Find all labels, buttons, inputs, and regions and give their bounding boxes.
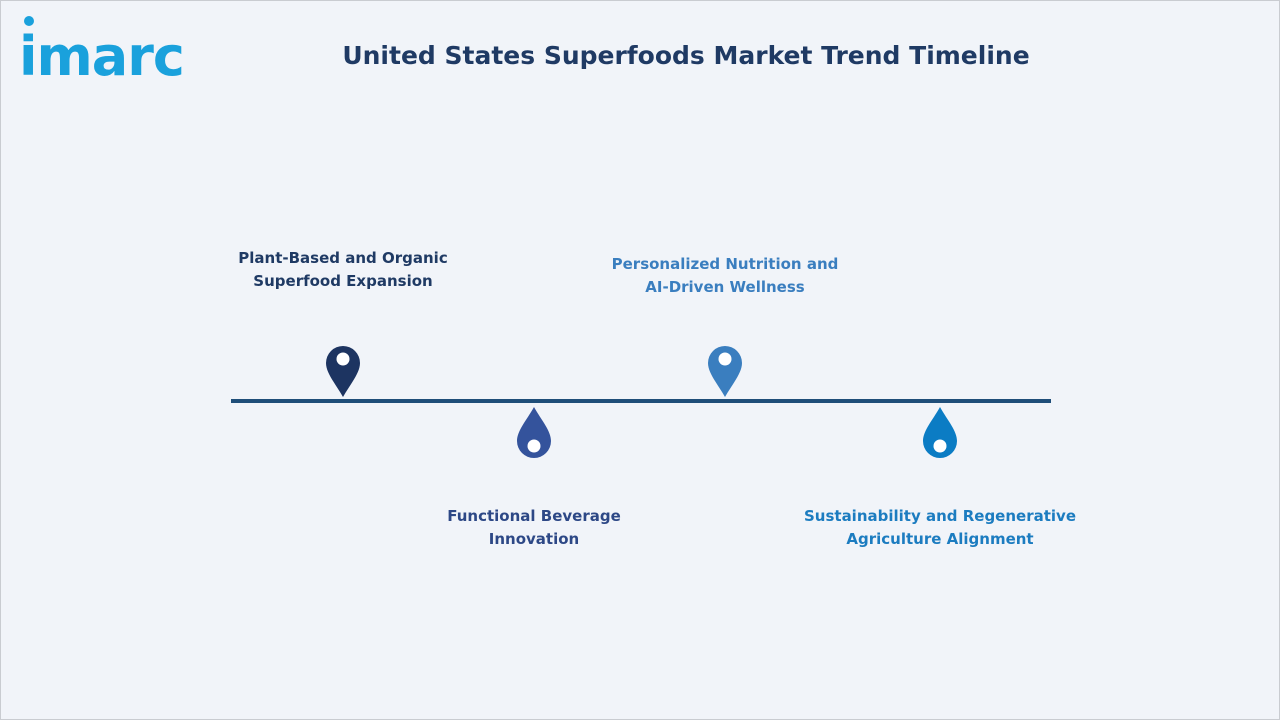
milestone-1-label: Plant-Based and Organic Superfood Expans… [193, 247, 493, 293]
logo-text: imarc [19, 25, 184, 83]
milestone-3-line-1: Personalized Nutrition and [611, 255, 839, 273]
milestone-1-line-2: Superfood Expansion [253, 272, 433, 290]
drop-pin-icon [920, 405, 960, 467]
milestone-3-label: Personalized Nutrition and AI-Driven Wel… [575, 253, 875, 299]
logo-dot [24, 16, 34, 26]
milestone-2-label: Functional Beverage Innovation [384, 505, 684, 551]
milestone-4-line-2: Agriculture Alignment [846, 530, 1034, 548]
milestone-2-line-2: Innovation [488, 530, 580, 548]
location-pin-icon [323, 337, 363, 399]
milestone-4-label: Sustainability and Regenerative Agricult… [790, 505, 1090, 551]
page-title: United States Superfoods Market Trend Ti… [342, 41, 1030, 70]
location-pin-icon [705, 337, 745, 399]
milestone-1-line-1: Plant-Based and Organic [238, 249, 448, 267]
timeline-axis [231, 399, 1051, 403]
drop-pin-icon [514, 405, 554, 467]
milestone-4-line-1: Sustainability and Regenerative [803, 507, 1076, 525]
milestone-3-line-2: AI-Driven Wellness [645, 278, 805, 296]
imarc-logo: imarc [19, 16, 185, 83]
milestone-2-line-1: Functional Beverage [447, 507, 621, 525]
